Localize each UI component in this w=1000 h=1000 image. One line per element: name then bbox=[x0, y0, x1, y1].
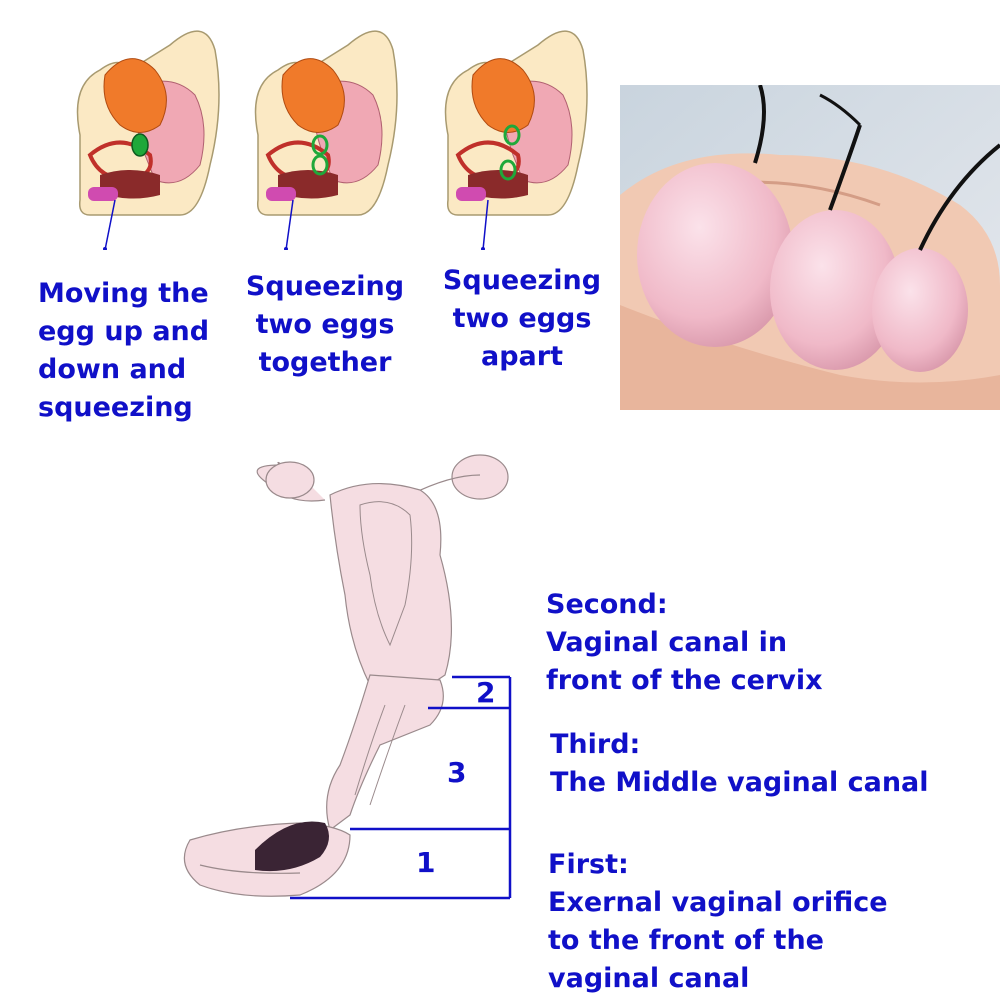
rose-quartz-eggs-photo bbox=[620, 85, 1000, 410]
label-first-section: First: Exernal vaginal orifice to the fr… bbox=[548, 849, 888, 994]
caption-two-eggs-together: Squeezing two eggs together bbox=[245, 271, 405, 378]
label-third-section: Third: The Middle vaginal canal bbox=[550, 729, 929, 798]
label-second-section: Second: Vaginal canal in front of the ce… bbox=[546, 589, 823, 696]
eggs-in-hand-illustration bbox=[620, 85, 1000, 410]
caption-moving-egg: Moving the egg up and down and squeezing bbox=[38, 278, 210, 423]
cross-section-single-egg bbox=[76, 30, 220, 250]
section-number-3: 3 bbox=[447, 756, 467, 789]
section-number-2: 2 bbox=[476, 676, 496, 709]
cross-section-two-eggs-apart bbox=[444, 30, 588, 250]
cross-section-two-eggs-together bbox=[254, 30, 398, 250]
anatomy-diagram bbox=[183, 454, 512, 900]
section-number-1: 1 bbox=[416, 846, 436, 879]
caption-two-eggs-apart: Squeezing two eggs apart bbox=[442, 265, 602, 372]
